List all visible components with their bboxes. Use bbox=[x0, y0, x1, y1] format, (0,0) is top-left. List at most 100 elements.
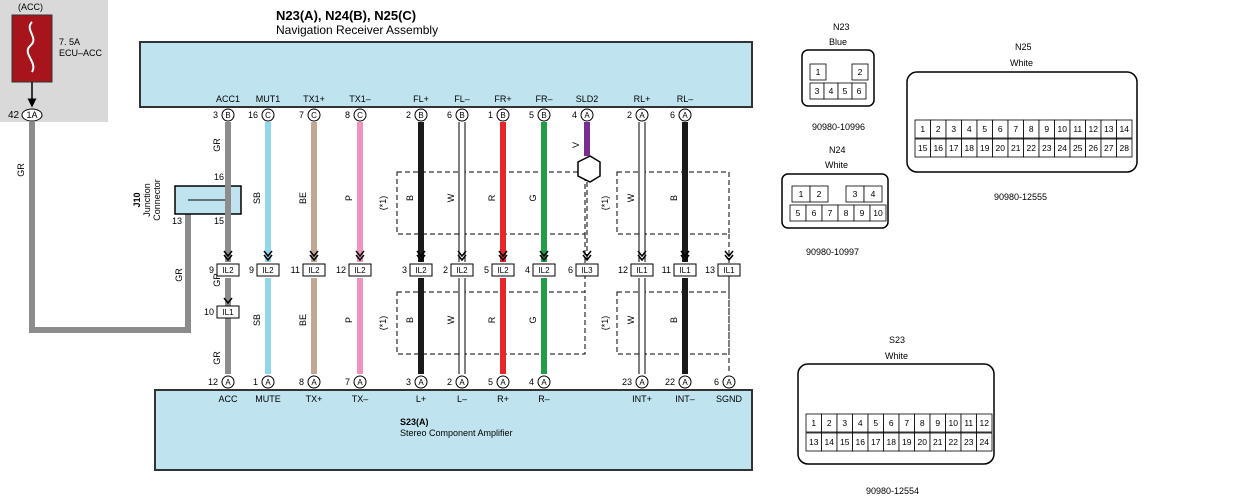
bot-pin-circle bbox=[221, 375, 235, 389]
s23-pin-1: 1 bbox=[811, 418, 816, 428]
top-conn-7: B bbox=[541, 111, 546, 120]
bot-pin-circle bbox=[635, 375, 649, 389]
bot-pin-circle bbox=[537, 375, 551, 389]
bot-pin-1: 1 bbox=[253, 377, 258, 387]
top-pin-circle bbox=[414, 108, 428, 122]
n25-pin-21: 21 bbox=[1011, 143, 1021, 153]
s23-pin-5: 5 bbox=[873, 418, 878, 428]
bot-label-2: TX+ bbox=[306, 394, 323, 404]
n23-pin-2: 2 bbox=[858, 67, 863, 77]
inline-chevron-icon bbox=[498, 250, 508, 262]
n25-pin-26: 26 bbox=[1089, 143, 1099, 153]
n24-pin-4: 4 bbox=[871, 189, 876, 199]
wire-color-top-9: W bbox=[626, 193, 636, 202]
inline-chevron-icon bbox=[637, 250, 647, 262]
inline-connector bbox=[348, 263, 372, 277]
fuse-label-top: (ACC) bbox=[18, 2, 43, 12]
inline-pin-5: 2 bbox=[443, 265, 448, 275]
top-pin-circle bbox=[678, 108, 692, 122]
n25-pin-7: 7 bbox=[1013, 124, 1018, 134]
inline-conn-7: IL2 bbox=[538, 266, 550, 275]
bot-pin-circle bbox=[414, 375, 428, 389]
n23-pin-3: 3 bbox=[815, 86, 820, 96]
wire-color-top-0: GR bbox=[212, 138, 222, 152]
s23-pin-cell bbox=[976, 432, 993, 452]
top-conn-2: C bbox=[311, 111, 317, 120]
left-gr-wire bbox=[29, 122, 191, 333]
wire-color-top-5: W bbox=[446, 193, 456, 202]
top-pin-2: 7 bbox=[299, 110, 304, 120]
bot-pin-circle bbox=[722, 375, 736, 389]
top-conn-9: A bbox=[639, 111, 645, 120]
inline-chevron-icon bbox=[309, 250, 319, 262]
inline-pin-8: 6 bbox=[568, 265, 573, 275]
top-pin-1: 16 bbox=[248, 110, 258, 120]
inline-pin-1: 9 bbox=[249, 265, 254, 275]
n23-pin-1: 1 bbox=[816, 67, 821, 77]
wire-color-top-10: B bbox=[669, 195, 679, 201]
inline-connector bbox=[256, 263, 280, 277]
bot-conn-4: A bbox=[418, 378, 424, 387]
n25-pin-12: 12 bbox=[1089, 124, 1099, 134]
n24-pin-2: 2 bbox=[817, 189, 822, 199]
bot-label-5: L– bbox=[457, 394, 467, 404]
n25-pin-13: 13 bbox=[1104, 124, 1114, 134]
top-pin-9: 2 bbox=[627, 110, 632, 120]
left-wire-color-2: GR bbox=[174, 268, 184, 282]
inline-chevron-icon bbox=[582, 250, 592, 262]
s23-pin-24: 24 bbox=[980, 437, 990, 447]
n25-pin-17: 17 bbox=[949, 143, 959, 153]
n23-pin-5: 5 bbox=[843, 86, 848, 96]
top-pin-circle bbox=[496, 108, 510, 122]
n23-pin-4: 4 bbox=[829, 86, 834, 96]
top-pin-circle bbox=[635, 108, 649, 122]
inline-pin-9: 12 bbox=[618, 265, 628, 275]
bot-pin-11: 6 bbox=[714, 377, 719, 387]
wire-color-bot-10: B bbox=[669, 317, 679, 323]
shield-label-3: (*1) bbox=[600, 196, 610, 211]
n24-pin-cell bbox=[863, 185, 883, 203]
top-label-7: FR– bbox=[535, 94, 552, 104]
top-label-8: SLD2 bbox=[576, 94, 599, 104]
bot-label-4: L+ bbox=[416, 394, 426, 404]
bot-pin-circle bbox=[678, 375, 692, 389]
inline-pin-4: 3 bbox=[402, 265, 407, 275]
wire-color-bot-3: P bbox=[344, 317, 354, 323]
bot-label-0: ACC bbox=[218, 394, 238, 404]
amplifier-subtitle: Stereo Component Amplifier bbox=[400, 428, 513, 438]
receiver-title: N23(A), N24(B), N25(C) bbox=[276, 8, 416, 23]
n23-color: Blue bbox=[829, 37, 847, 47]
left-wire-color-1: GR bbox=[16, 163, 26, 177]
inline-chevron-icon bbox=[457, 250, 467, 262]
n25-pin-28: 28 bbox=[1120, 143, 1130, 153]
bot-conn-10: A bbox=[682, 378, 688, 387]
il1-pin: 10 bbox=[204, 307, 214, 317]
bot-pin-10: 22 bbox=[665, 377, 675, 387]
n23-pin-cell bbox=[851, 63, 869, 81]
n23-pin-cell bbox=[851, 82, 867, 100]
s23-pin-4: 4 bbox=[858, 418, 863, 428]
n25-pin-cell bbox=[1116, 119, 1133, 139]
inline-pin-3: 12 bbox=[336, 265, 346, 275]
bot-label-7: R– bbox=[538, 394, 550, 404]
n24-pin-cell bbox=[809, 185, 829, 203]
top-conn-3: C bbox=[357, 111, 363, 120]
s23-pin-21: 21 bbox=[933, 437, 943, 447]
wire-color-top-2: BE bbox=[298, 192, 308, 204]
bot-pin-circle bbox=[307, 375, 321, 389]
receiver-panel: N23(A), N24(B), N25(C) Navigation Receiv… bbox=[139, 8, 753, 108]
top-pin-0: 3 bbox=[213, 110, 218, 120]
top-label-9: RL+ bbox=[634, 94, 651, 104]
fuse-pin-code: 1A bbox=[26, 110, 37, 120]
junction-name: Junction bbox=[142, 183, 152, 217]
top-label-2: TX1+ bbox=[303, 94, 325, 104]
n24-pin-6: 6 bbox=[812, 208, 817, 218]
wire-color-bot-0: GR bbox=[212, 351, 222, 365]
top-pin-circle bbox=[580, 108, 594, 122]
n25-pin-20: 20 bbox=[996, 143, 1006, 153]
n25-pin-10: 10 bbox=[1058, 124, 1068, 134]
bot-conn-11: A bbox=[726, 378, 732, 387]
wire-color-bot-2: BE bbox=[298, 314, 308, 326]
inline-conn-10: IL1 bbox=[679, 266, 691, 275]
